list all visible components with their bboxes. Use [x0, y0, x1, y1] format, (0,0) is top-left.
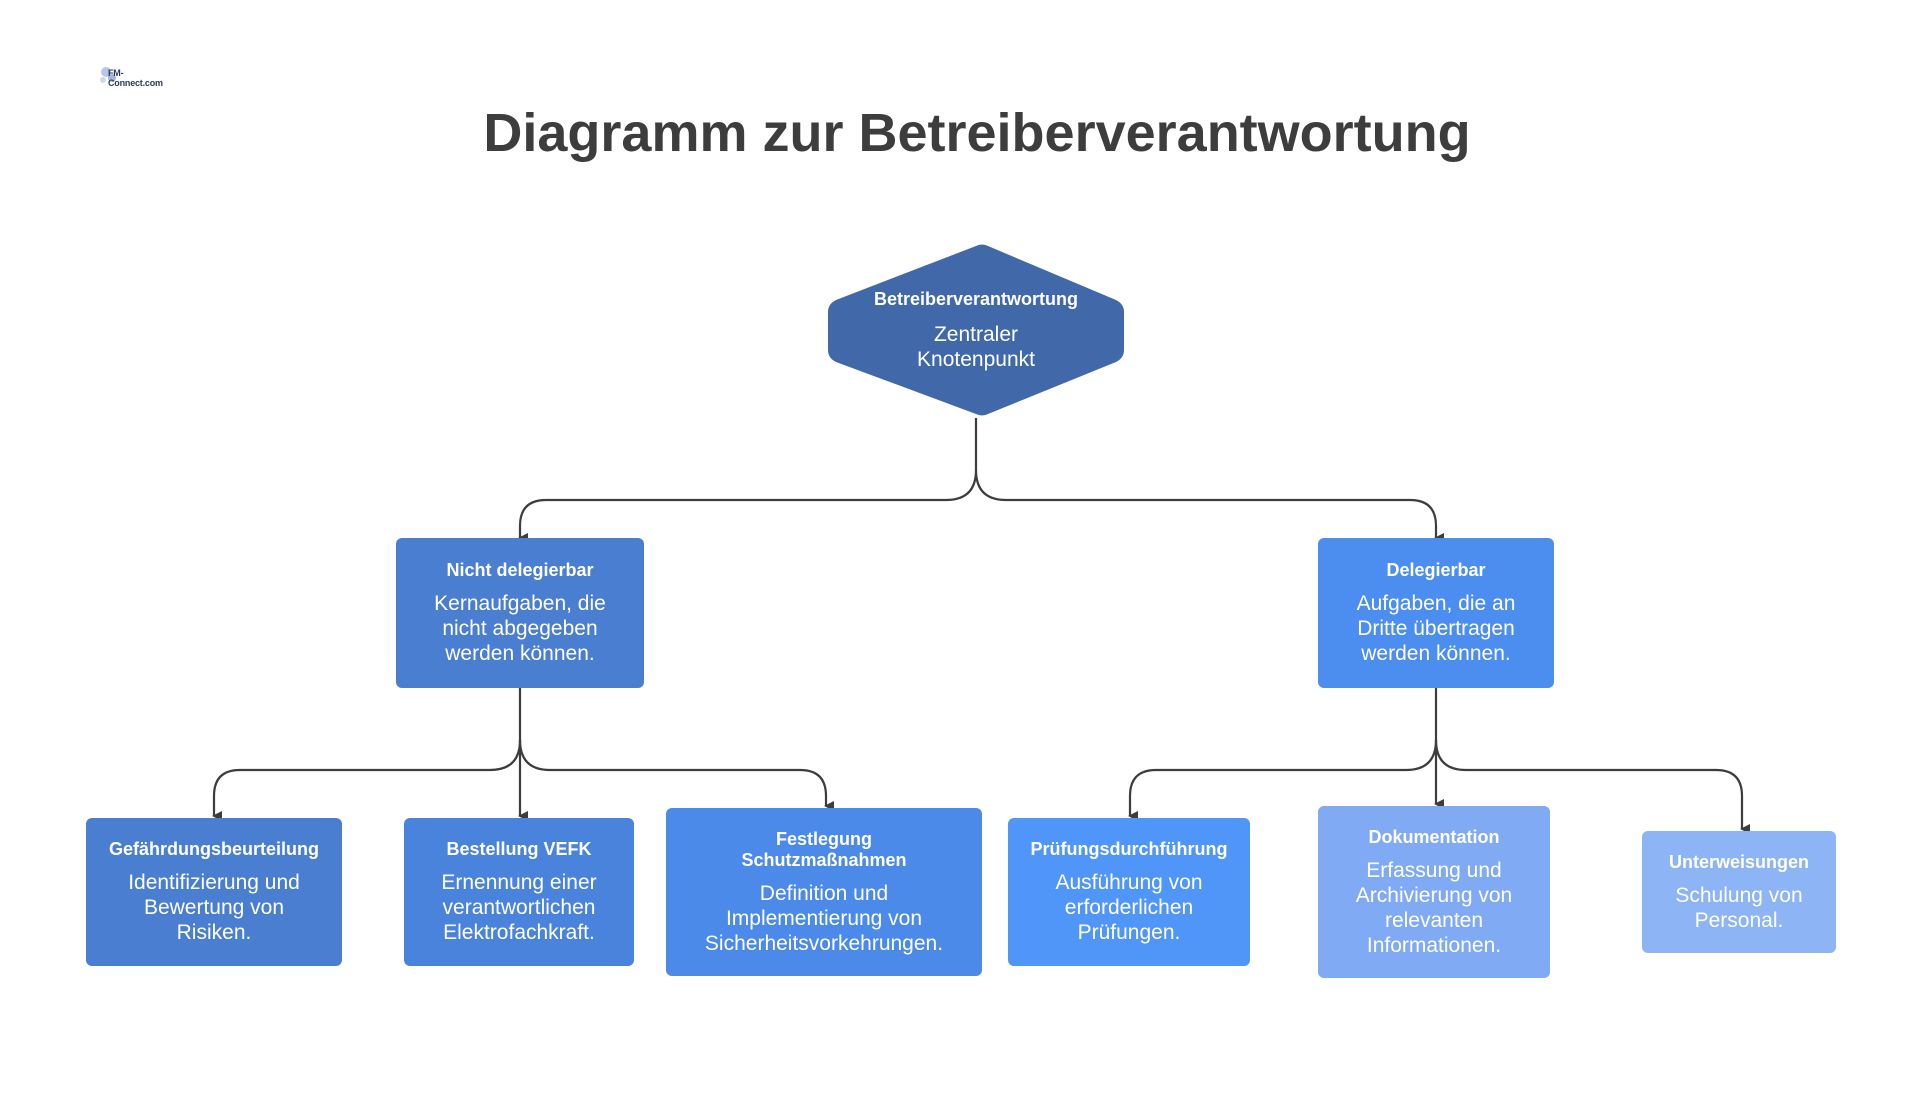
- leaf-description: Schulung von Personal.: [1675, 883, 1803, 932]
- connector-left-leaf1: [212, 688, 522, 821]
- leaf-title: Bestellung VEFK: [446, 839, 592, 859]
- leaf-description: Erfassung und Archivierung von relevante…: [1355, 858, 1513, 957]
- leaf-description: Ernennung einer verantwortlichen Elektro…: [441, 871, 597, 944]
- node-gefaehrdungsbeurteilung: Gefährdungsbeurteilung Identifizierung u…: [86, 818, 342, 966]
- leaf-description: Ausführung von erforderlichen Prüfungen.: [1055, 871, 1203, 944]
- node-delegierbar: Delegierbar Aufgaben, die an Dritte über…: [1318, 538, 1554, 688]
- node-nicht-delegierbar: Nicht delegierbar Kernaufgaben, die nich…: [396, 538, 644, 688]
- page-title: Diagramm zur Betreiberverantwortung: [483, 103, 1471, 163]
- connector-right-leaf6: [1434, 739, 1750, 834]
- node-nicht-delegierbar-description: Kernaufgaben, die nicht abgegeben werden…: [434, 592, 606, 665]
- leaf-title: Gefährdungsbeurteilung: [108, 839, 319, 859]
- leaf-title: Dokumentation: [1368, 826, 1500, 847]
- root-node-description: Zentraler Knotenpunkt: [917, 322, 1035, 371]
- connector-left-leaf3: [518, 739, 834, 811]
- root-node-title: Betreiberverantwortung: [873, 288, 1079, 309]
- leaf-title: Festlegung Schutzmaßnahmen: [741, 828, 907, 870]
- node-bestellung-vefk: Bestellung VEFK Ernennung einer verantwo…: [404, 818, 634, 966]
- node-unterweisungen: Unterweisungen Schulung von Personal.: [1642, 831, 1836, 953]
- node-pruefungsdurchfuehrung: Prüfungsdurchführung Ausführung von erfo…: [1008, 818, 1250, 966]
- node-nicht-delegierbar-title: Nicht delegierbar: [446, 560, 594, 580]
- logo-text: FM-Connect.com: [108, 68, 163, 88]
- logo-graphic: [100, 67, 116, 83]
- root-hexagon: [828, 244, 1124, 416]
- node-delegierbar-title: Delegierbar: [1386, 560, 1486, 580]
- leaf-title: Unterweisungen: [1668, 851, 1810, 872]
- node-delegierbar-description: Aufgaben, die an Dritte übertragen werde…: [1356, 592, 1516, 665]
- logo: FM-Connect.com: [98, 64, 163, 88]
- leaf-description: Identifizierung und Bewertung von Risike…: [128, 871, 300, 944]
- leaf-description: Definition und Implementierung von Siche…: [704, 881, 944, 955]
- connector-root-left: [518, 418, 978, 543]
- node-festlegung-schutzmassnahmen: Festlegung Schutzmaßnahmen Definition un…: [666, 808, 982, 976]
- leaf-title: Prüfungsdurchführung: [1030, 839, 1228, 859]
- node-dokumentation: Dokumentation Erfassung und Archivierung…: [1318, 806, 1550, 978]
- root-node: Betreiberverantwortung Zentraler Knotenp…: [826, 242, 1126, 418]
- connector-root-right: [974, 469, 1444, 543]
- connector-right-leaf4: [1128, 688, 1438, 821]
- root-hexagon-shape: [828, 244, 1124, 416]
